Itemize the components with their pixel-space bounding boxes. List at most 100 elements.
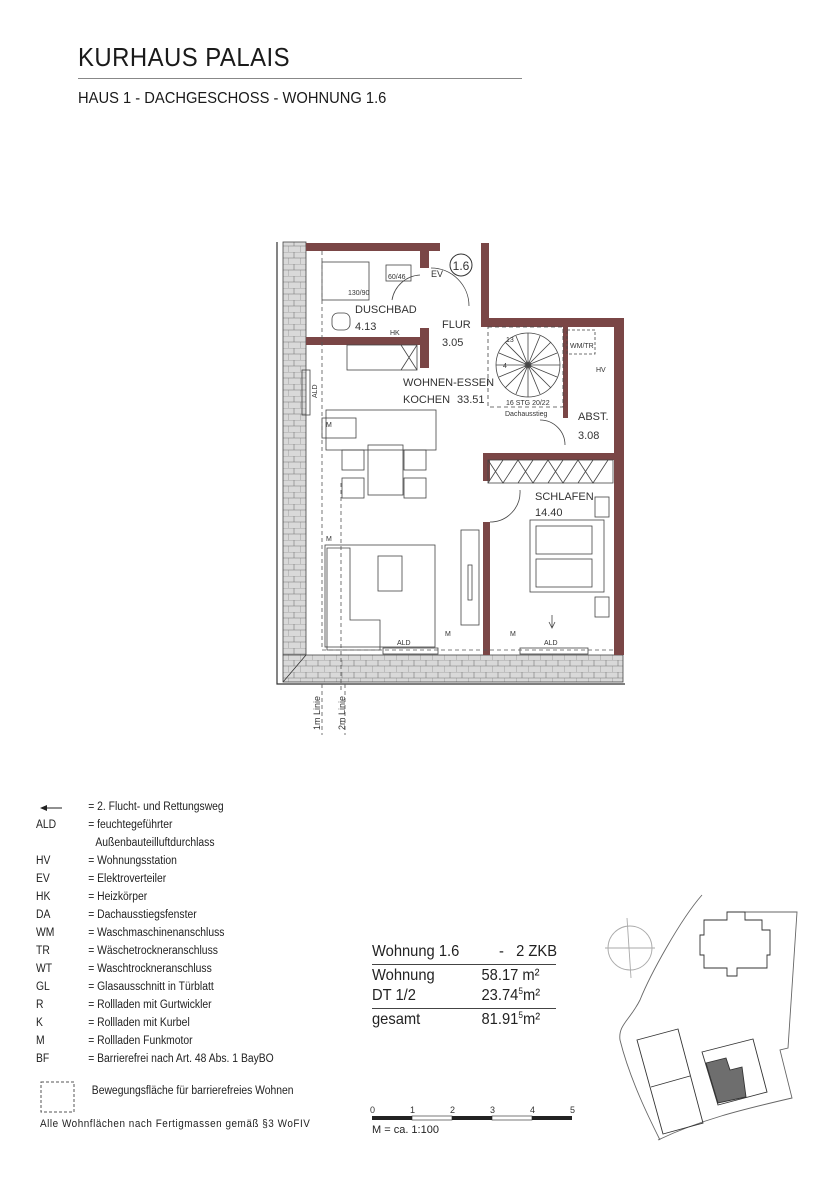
ald-label-bedroom: ALD: [544, 640, 558, 647]
kitchen-counter: [346, 344, 418, 371]
room-area-abst: 3.08: [578, 430, 599, 442]
legend-desc: = Waschmaschinenanschluss: [88, 927, 225, 939]
scale-tick-label: 2: [450, 1105, 456, 1115]
area-unit: m²: [522, 967, 540, 984]
legend-desc: = Rollladen mit Kurbel: [88, 1017, 190, 1029]
room-labels: DUSCHBAD 4.13 FLUR 3.05 WOHNEN-ESSEN KOC…: [355, 304, 609, 519]
area-value-group: 81.915m²: [481, 1011, 540, 1029]
legend-desc: = Rollladen Funkmotor: [88, 1035, 193, 1047]
stair-start-label: 13: [506, 337, 514, 344]
area-unit: m²: [522, 987, 541, 1004]
legend-symbol: M: [36, 1035, 45, 1047]
highlighted-building: [705, 1057, 747, 1104]
apartment-marker-label: 1.6: [453, 259, 470, 273]
scale-tick-label: 1: [410, 1105, 416, 1115]
ald-label-living: ALD: [397, 640, 411, 647]
apartment-type: - 2 ZKB: [498, 943, 558, 960]
room-area-wohnen: 33.51: [457, 394, 485, 406]
area-label: Wohnung: [372, 967, 435, 984]
bedroom-door-swing: [489, 489, 521, 523]
table-divider: [372, 1008, 556, 1009]
line-1m-label: 1m Linie: [312, 696, 322, 730]
area-value: 58.17: [481, 967, 519, 984]
table-divider: [372, 964, 556, 965]
hk-label: HK: [390, 330, 400, 337]
area-value-sup: 5: [518, 986, 523, 996]
scale-tick-label: 5: [570, 1105, 576, 1115]
scale-bar: [372, 1115, 572, 1121]
entry-door-swing: [430, 267, 470, 307]
legend-desc: = Rollladen mit Gurtwickler: [88, 999, 212, 1011]
apartment-name: Wohnung 1.6: [372, 943, 460, 960]
room-name-abst: ABST.: [578, 411, 609, 423]
stairs-label: 16 STG 20/22: [506, 400, 550, 407]
window-ald-living: [382, 647, 439, 655]
stairs-note: Dachausstieg: [505, 411, 548, 418]
legend-desc: = Heizkörper: [88, 891, 148, 903]
area-unit: m²: [522, 1011, 541, 1028]
escape-route-legend-icon: [40, 805, 62, 811]
sink-label: 60/46: [388, 274, 406, 281]
legend-symbol: GL: [36, 981, 50, 993]
legend-desc: = Dachausstiegsfenster: [88, 909, 197, 921]
legend-symbol: K: [36, 1017, 43, 1029]
storage-door-swing: [539, 419, 566, 446]
document-title: KURHAUS PALAIS: [78, 42, 291, 72]
scale-tick-label: 3: [490, 1105, 496, 1115]
area-table: Wohnung 1.6 - 2 ZKB Wohnung 58.17 m² DT …: [372, 943, 558, 1031]
document-subtitle: HAUS 1 - DACHGESCHOSS - WOHNUNG 1.6: [78, 90, 387, 107]
legend-footnote: Alle Wohnflächen nach Fertigmassen gemäß…: [40, 1118, 311, 1130]
legend-symbol: WT: [36, 963, 53, 975]
line-2m-label: 2m Linie: [337, 696, 347, 730]
tv-board: [460, 529, 480, 626]
toilet: [331, 312, 351, 331]
legend-symbol: WM: [36, 927, 55, 939]
room-name-kochen: KOCHEN: [403, 394, 450, 406]
area-value: 23.74: [481, 987, 519, 1004]
coffee-table: [377, 555, 403, 592]
washbasin: [385, 264, 412, 282]
roof-eaves: [276, 241, 625, 685]
title-divider: [78, 78, 522, 79]
legend-desc: = Waschtrockneranschluss: [88, 963, 212, 975]
window-ald-west: [301, 369, 311, 416]
hv-label: HV: [596, 367, 606, 374]
sofa: [326, 547, 381, 651]
dining-table: [367, 444, 404, 496]
legend-symbol: ALD: [36, 819, 57, 831]
m-label: M: [510, 631, 516, 638]
legend-symbol: EV: [36, 873, 50, 885]
room-area-flur: 3.05: [442, 337, 463, 349]
window-ald-bedroom: [519, 647, 589, 655]
guide-lines: [321, 251, 614, 735]
bath-door-swing: [391, 274, 421, 301]
legend-symbol: DA: [36, 909, 51, 921]
room-name-schlafen: SCHLAFEN: [535, 491, 594, 503]
m-label: M: [445, 631, 451, 638]
ev-label: EV: [431, 269, 443, 279]
walls: [306, 243, 624, 655]
room-name-wohnen: WOHNEN-ESSEN: [403, 377, 494, 389]
area-value-group: 23.745m²: [481, 987, 540, 1005]
room-name-flur: FLUR: [442, 319, 471, 331]
area-table-header: Wohnung 1.6 - 2 ZKB: [372, 943, 558, 963]
stair-mid-label: 4: [503, 363, 507, 370]
legend-desc: Außenbauteilluftdurchlass: [95, 837, 215, 849]
legend-desc: = feuchtegeführter: [88, 819, 173, 831]
legend-desc: = Wohnungsstation: [88, 855, 177, 867]
legend-desc: = 2. Flucht- und Rettungsweg: [88, 801, 224, 813]
wm-tr-niche: [566, 329, 596, 355]
legend-desc: = Glasausschnitt in Türblatt: [88, 981, 214, 993]
movement-area-symbol: [40, 1081, 75, 1113]
area-row: DT 1/2 23.745m²: [372, 987, 556, 1007]
legend-symbol: HV: [36, 855, 51, 867]
room-area-duschbad: 4.13: [355, 321, 376, 333]
legend-symbol: R: [36, 999, 44, 1011]
legend-symbol: HK: [36, 891, 51, 903]
escape-route-arrow: [548, 615, 556, 629]
area-row-total: gesamt 81.915m²: [372, 1011, 556, 1031]
wardrobe: [487, 459, 614, 484]
m-label: M: [326, 536, 332, 543]
legend-symbol: BF: [36, 1053, 50, 1065]
